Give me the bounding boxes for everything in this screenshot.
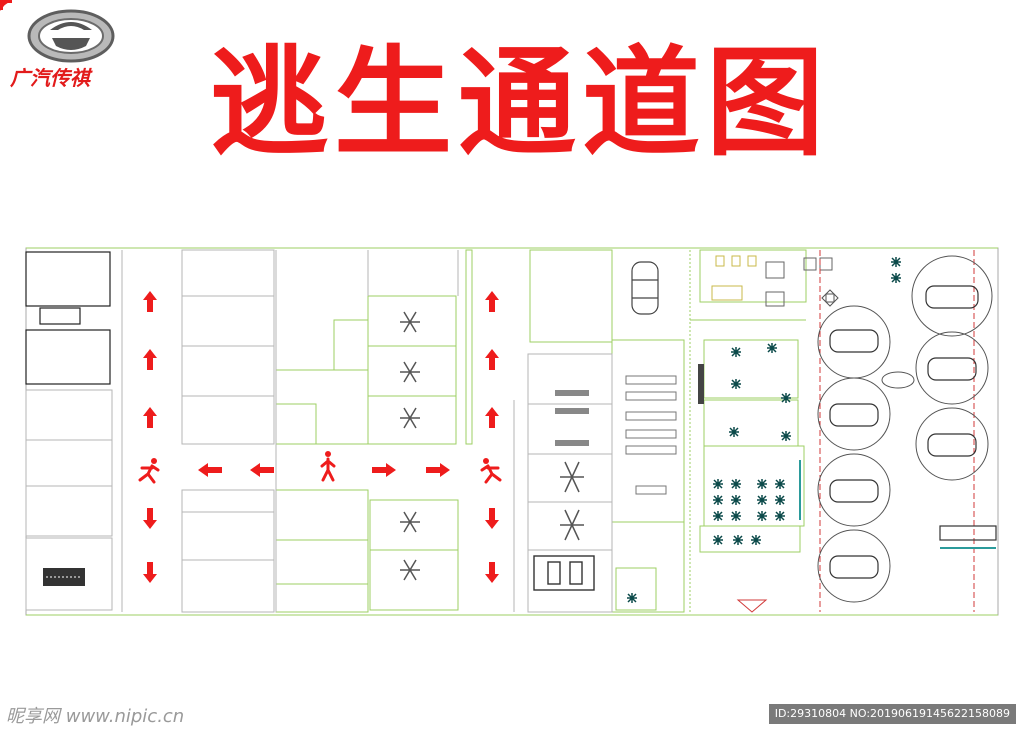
exit-arrows-up: [0, 0, 499, 428]
left-storage-block: [25, 251, 111, 385]
brand-name: 广汽传祺: [10, 66, 90, 90]
watermark-left: 昵享网 www.nipic.cn: [6, 706, 185, 727]
watermark-id: ID:29310804 NO:20190619145622158089: [768, 704, 1016, 724]
running-person-icon: [138, 451, 502, 484]
gac-trumpchi-logo-icon: [27, 9, 115, 63]
car-top-view-icons: [829, 285, 979, 579]
exit-arrows-down: [0, 0, 499, 583]
car-icon: [631, 261, 659, 315]
page-title: 逃生通道图: [209, 34, 830, 172]
lift-icons: [400, 311, 420, 581]
exit-arrows-right: [0, 0, 450, 477]
bar-pattern-icon: [43, 568, 85, 586]
brand-logo: [8, 8, 128, 88]
showroom-cars: [817, 255, 993, 603]
car-lift-icon: [533, 555, 595, 591]
exit-arrows-left: [0, 0, 274, 477]
